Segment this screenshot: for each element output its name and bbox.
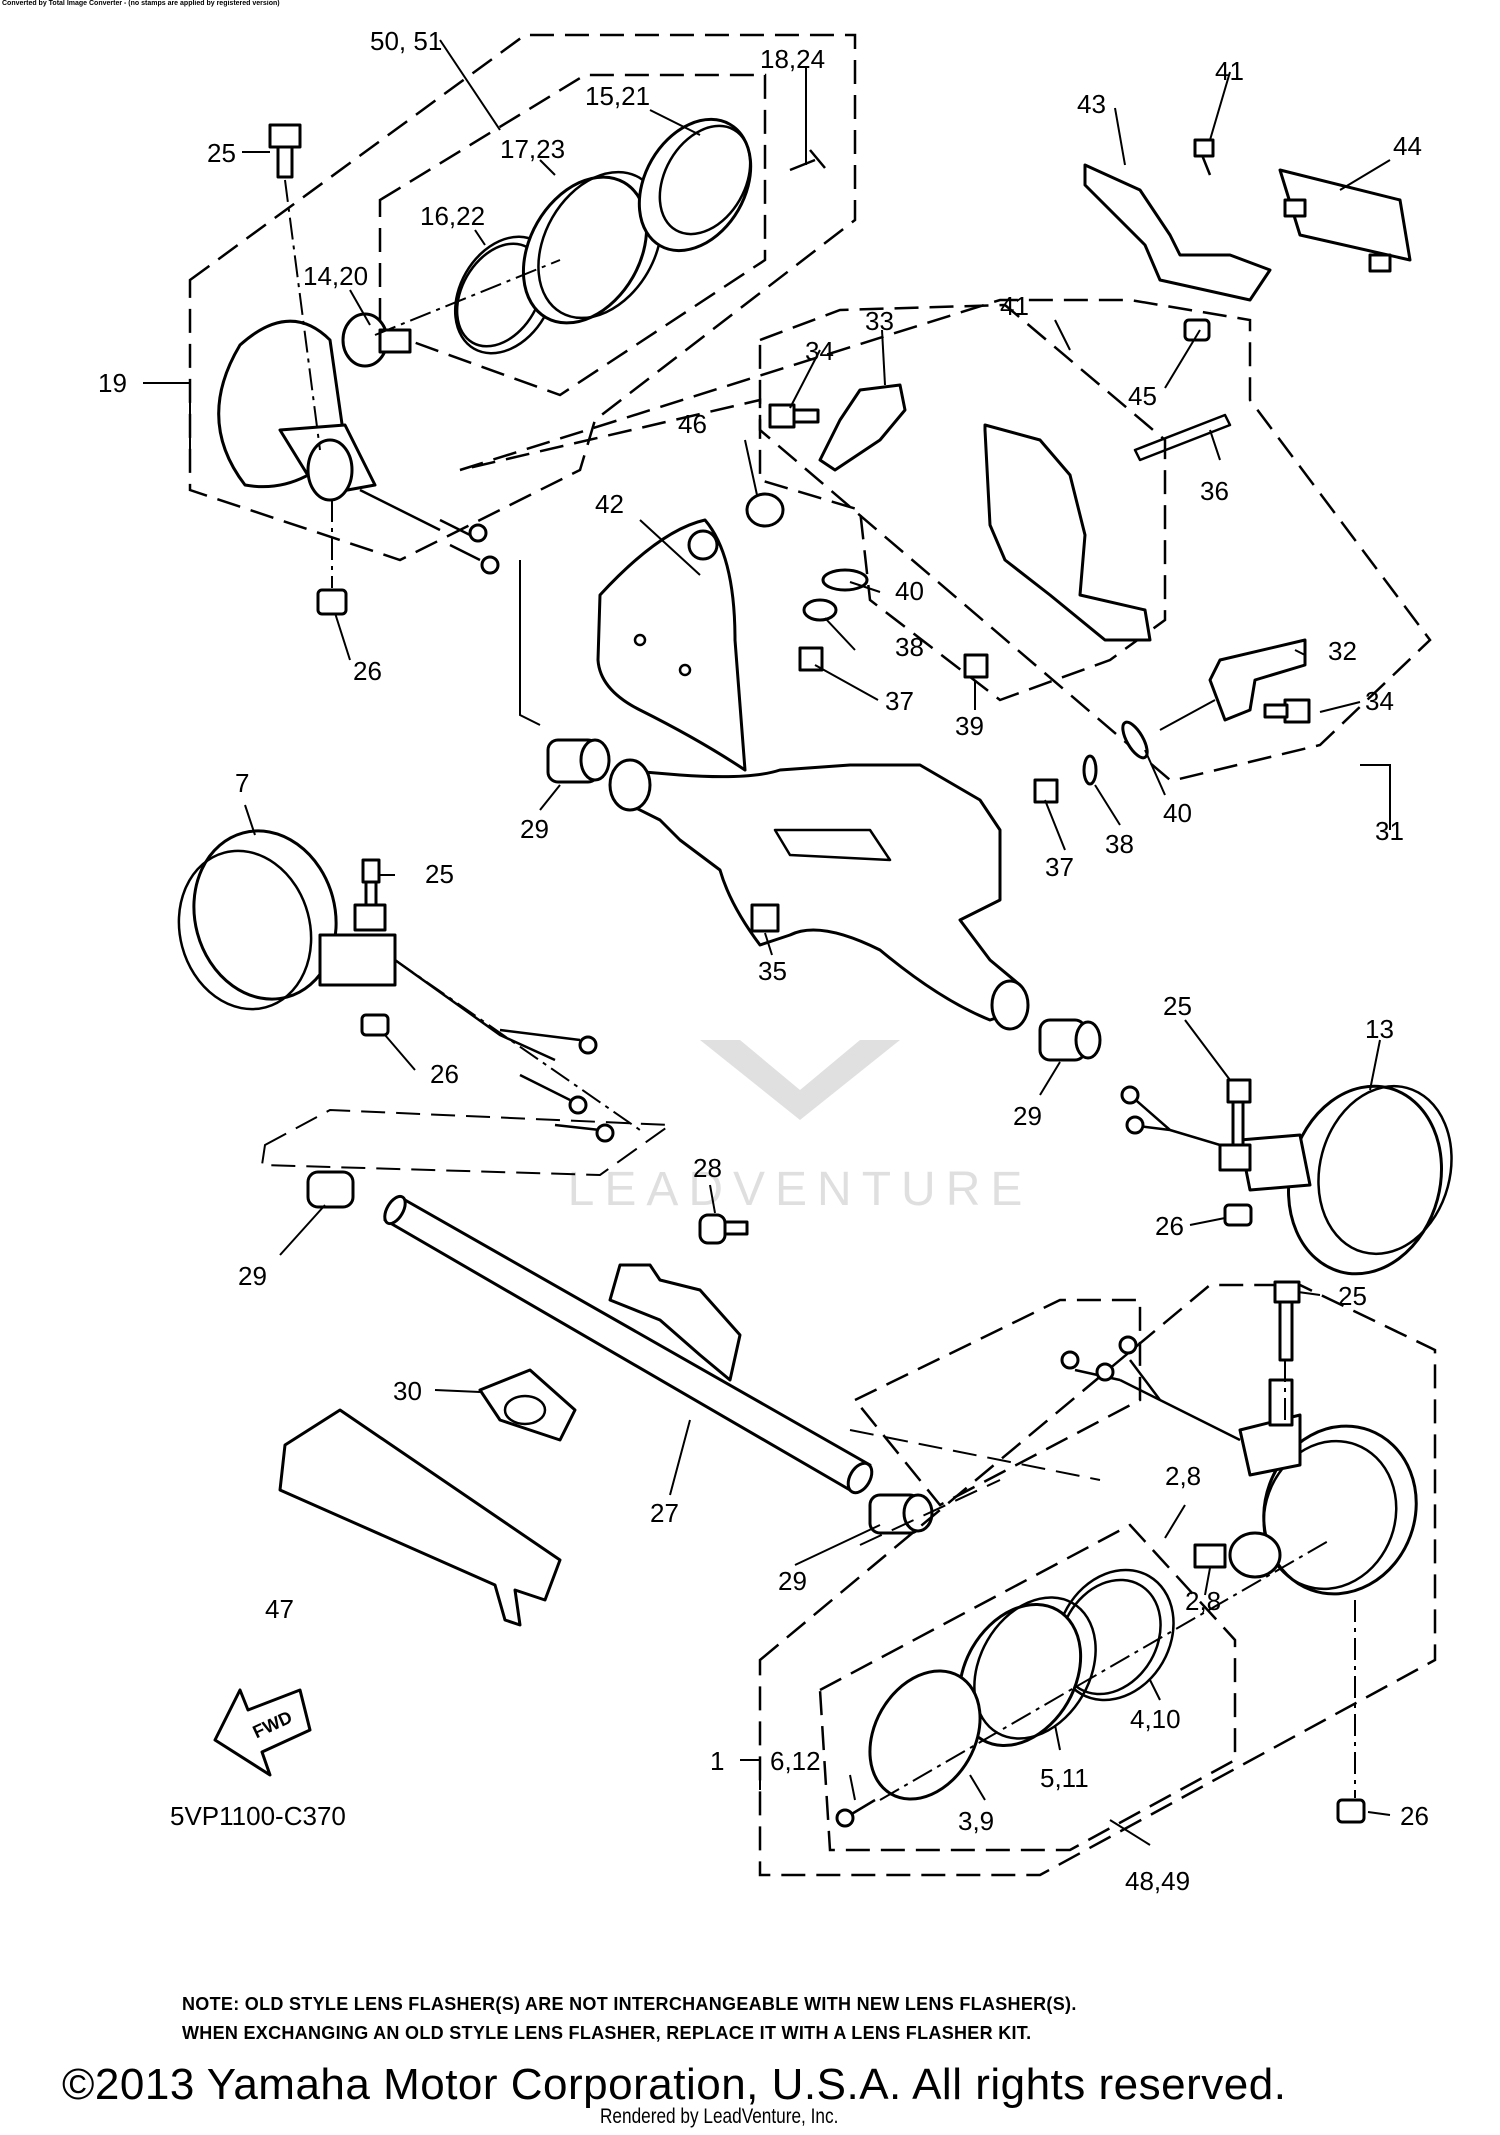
callout-30: 30	[393, 1376, 422, 1406]
callout-2-8-lower: 2,8	[1185, 1586, 1221, 1616]
rendered-by-text: Rendered by LeadVenture, Inc.	[600, 2105, 839, 2128]
callout-26-right: 26	[1155, 1211, 1184, 1241]
callout-41-top: 41	[1215, 56, 1244, 86]
callout-labels: 50, 51 18,24 15,21 25 17,23 16,22 14,20 …	[98, 26, 1429, 1896]
callout-38-lower: 38	[1105, 829, 1134, 859]
callout-16-22: 16,22	[420, 201, 485, 231]
callout-31: 31	[1375, 816, 1404, 846]
callout-39: 39	[955, 711, 984, 741]
callout-26-lower: 26	[1400, 1801, 1429, 1831]
callout-33: 33	[865, 306, 894, 336]
front-right-flasher-assembly-1	[758, 1280, 1437, 1877]
callout-40-lower: 40	[1163, 798, 1192, 828]
watermark-text: LEADVENTURE	[568, 1163, 1033, 1216]
callout-25-top: 25	[207, 138, 236, 168]
callout-34-upper: 34	[805, 336, 834, 366]
callout-44: 44	[1393, 131, 1422, 161]
callout-14-20: 14,20	[303, 261, 368, 291]
flasher-stay-assembly	[459, 298, 1432, 804]
callout-50-51: 50, 51	[370, 26, 442, 56]
front-right-flasher-13	[1038, 1018, 1453, 1276]
callout-25-left: 25	[425, 859, 454, 889]
callout-26-top: 26	[353, 656, 382, 686]
callout-43: 43	[1077, 89, 1106, 119]
callout-4-10: 4,10	[1130, 1704, 1181, 1734]
callout-37-upper: 37	[885, 686, 914, 716]
callout-2-8-upper: 2,8	[1165, 1461, 1201, 1491]
callout-35: 35	[758, 956, 787, 986]
callout-29-lower: 29	[778, 1566, 807, 1596]
callout-41: 41	[1000, 291, 1029, 321]
callout-3-9: 3,9	[958, 1806, 994, 1836]
callout-40-upper: 40	[895, 576, 924, 606]
callout-29-right: 29	[1013, 1101, 1042, 1131]
callout-25-lower: 25	[1338, 1281, 1367, 1311]
callout-25-right: 25	[1163, 991, 1192, 1021]
callout-42: 42	[595, 489, 624, 519]
callout-36: 36	[1200, 476, 1229, 506]
converter-stamp: Converted by Total Image Converter - (no…	[2, 0, 280, 7]
diagram-code: 5VP1100-C370	[170, 1801, 346, 1831]
note-line-2: WHEN EXCHANGING AN OLD STYLE LENS FLASHE…	[182, 2023, 1032, 2043]
callout-7: 7	[235, 768, 249, 798]
callout-28: 28	[693, 1153, 722, 1183]
cover-42	[596, 518, 747, 772]
flasher-bar-27	[278, 1170, 1101, 1627]
copyright-text: ©2013 Yamaha Motor Corporation, U.S.A. A…	[62, 2060, 1287, 2109]
callout-13: 13	[1365, 1014, 1394, 1044]
callout-45: 45	[1128, 381, 1157, 411]
note-text: NOTE: OLD STYLE LENS FLASHER(S) ARE NOT …	[182, 1990, 1077, 2048]
license-bracket-assembly	[1083, 138, 1412, 462]
fwd-arrow: FWD	[213, 1688, 312, 1777]
callout-27: 27	[650, 1498, 679, 1528]
callout-47: 47	[265, 1594, 294, 1624]
callout-1: 1	[710, 1746, 724, 1776]
leader-lines	[143, 39, 1391, 1846]
callout-18-24: 18,24	[760, 44, 825, 74]
callout-38-upper: 38	[895, 632, 924, 662]
note-line-1: NOTE: OLD STYLE LENS FLASHER(S) ARE NOT …	[182, 1994, 1077, 2014]
callout-17-23: 17,23	[500, 134, 565, 164]
callout-46: 46	[678, 409, 707, 439]
callout-5-11: 5,11	[1040, 1763, 1089, 1793]
front-left-flasher-7	[177, 829, 673, 1177]
rear-left-flasher-assembly	[188, 33, 857, 726]
callout-15-21: 15,21	[585, 81, 650, 111]
callout-26-left: 26	[430, 1059, 459, 1089]
callout-48-49: 48,49	[1125, 1866, 1190, 1896]
flasher-stay-main	[546, 738, 1030, 1031]
callout-29-left: 29	[238, 1261, 267, 1291]
callout-29-upper: 29	[520, 814, 549, 844]
callout-37-lower: 37	[1045, 852, 1074, 882]
callout-34-lower: 34	[1365, 686, 1394, 716]
callout-32: 32	[1328, 636, 1357, 666]
callout-6-12: 6,12	[770, 1746, 821, 1776]
callout-19: 19	[98, 368, 127, 398]
